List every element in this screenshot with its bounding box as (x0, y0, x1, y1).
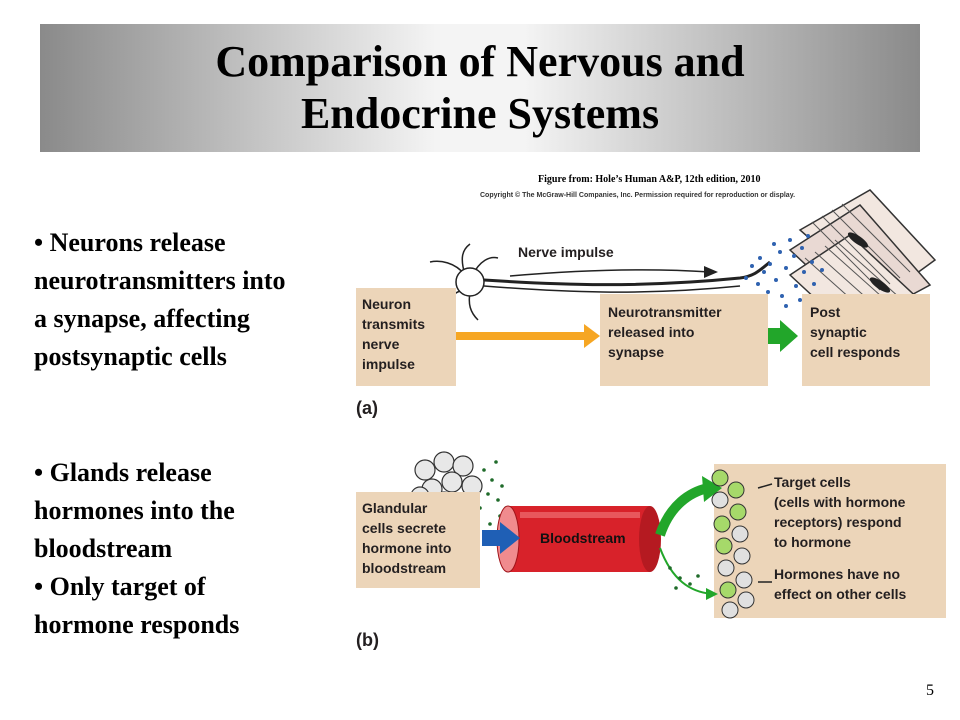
glandular-cells-box: Glandular cells secrete hormone into blo… (356, 492, 480, 588)
box-text: cell responds (810, 344, 901, 360)
box-text: receptors) respond (774, 514, 902, 530)
target-cells-box: Target cells (cells with hormone recepto… (714, 464, 946, 618)
box-text: Post (810, 304, 841, 320)
box-text: to hormone (774, 534, 851, 550)
box-text: effect on other cells (774, 586, 907, 602)
bullet-line: • Only target of (34, 572, 206, 601)
slide-title-line1: Comparison of Nervous and (215, 37, 745, 86)
bullet-line: neurotransmitters into (34, 266, 286, 295)
box-text: Target cells (774, 474, 851, 490)
slide-title-line2: Endocrine Systems (300, 89, 660, 138)
bullet-line: bloodstream (34, 534, 173, 563)
box-text: bloodstream (362, 560, 447, 576)
neurotransmitter-box: Neurotransmitter released into synapse (600, 294, 768, 386)
page-number: 5 (926, 682, 934, 699)
blue-arrow (482, 530, 502, 546)
box-text: Hormones have no (774, 566, 901, 582)
box-text: (cells with hormone (774, 494, 906, 510)
box-text: cells secrete (362, 520, 447, 536)
bloodstream-tube (496, 505, 661, 573)
neuron-illustration (429, 243, 771, 321)
box-text: Neurotransmitter (608, 304, 722, 320)
bullets-endocrine: • Glands release hormones into the blood… (34, 454, 239, 644)
neuron-transmits-box: Neuron transmits nerve impulse (356, 288, 456, 386)
bullet-line: • Glands release (34, 458, 212, 487)
green-arrow-other (659, 547, 713, 595)
bullet-line: hormone responds (34, 610, 240, 639)
bloodstream-label: Bloodstream (540, 530, 626, 546)
neurotransmitter-dots (744, 234, 824, 308)
figure-copyright: Copyright © The McGraw-Hill Companies, I… (480, 192, 796, 199)
box-text: synapse (608, 344, 665, 360)
bullets-nervous: • Neurons release neurotransmitters into… (34, 224, 286, 376)
green-arrow-target (655, 483, 710, 537)
target-cells-illustration (711, 469, 755, 619)
box-text: synaptic (810, 324, 867, 340)
muscle-fiber-illustration (788, 189, 937, 341)
figure-credit: Figure from: Hole’s Human A&P, 12th edit… (538, 174, 761, 185)
box-text: Glandular (362, 500, 428, 516)
box-text: hormone into (362, 540, 452, 556)
slide-title-bar: Comparison of Nervous and Endocrine Syst… (40, 24, 920, 152)
box-text: released into (608, 324, 695, 340)
bullet-line: postsynaptic cells (34, 342, 227, 371)
nerve-impulse-label: Nerve impulse (518, 244, 614, 260)
nerve-impulse-arrow (509, 269, 711, 277)
panel-a-label: (a) (356, 398, 378, 418)
panel-b-label: (b) (356, 630, 379, 650)
green-arrow (768, 328, 782, 344)
bullet-line: a synapse, affecting (34, 304, 250, 333)
box-text: transmits (362, 316, 426, 332)
bullet-line: • Neurons release (34, 228, 226, 257)
orange-arrow (456, 332, 586, 340)
bullet-line: hormones into the (34, 496, 235, 525)
box-text: impulse (362, 356, 415, 372)
box-text: Neuron (362, 296, 411, 312)
postsynaptic-box: Post synaptic cell responds (802, 294, 930, 386)
box-text: nerve (362, 336, 400, 352)
